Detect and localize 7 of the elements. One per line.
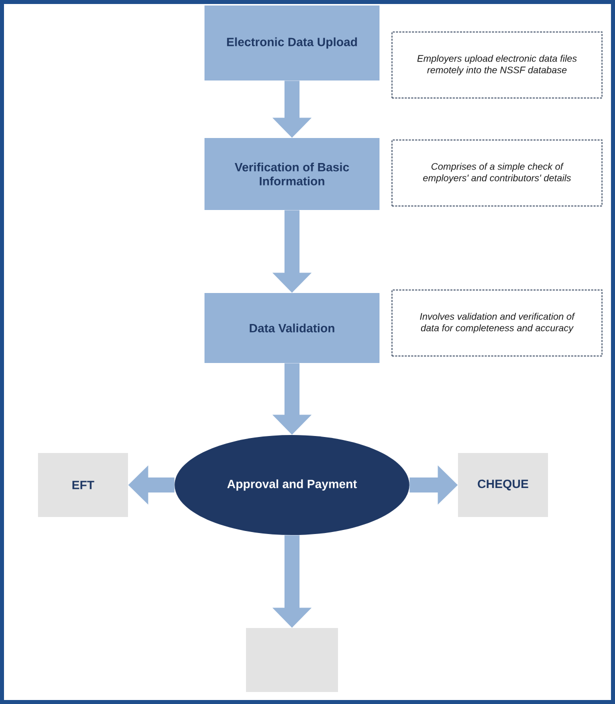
note-box: Employers upload electronic data files remotely into the NSSF database	[392, 32, 602, 98]
note-box: Involves validation and verification of data for completeness and accuracy	[392, 290, 602, 356]
payment-box: CHEQUE	[458, 453, 548, 517]
payment-box: EFT	[38, 453, 128, 517]
process-box: Electronic Data Upload	[204, 6, 380, 80]
payment-box	[246, 628, 338, 692]
note-box: Comprises of a simple check of employers' and contributors' details	[392, 140, 602, 206]
